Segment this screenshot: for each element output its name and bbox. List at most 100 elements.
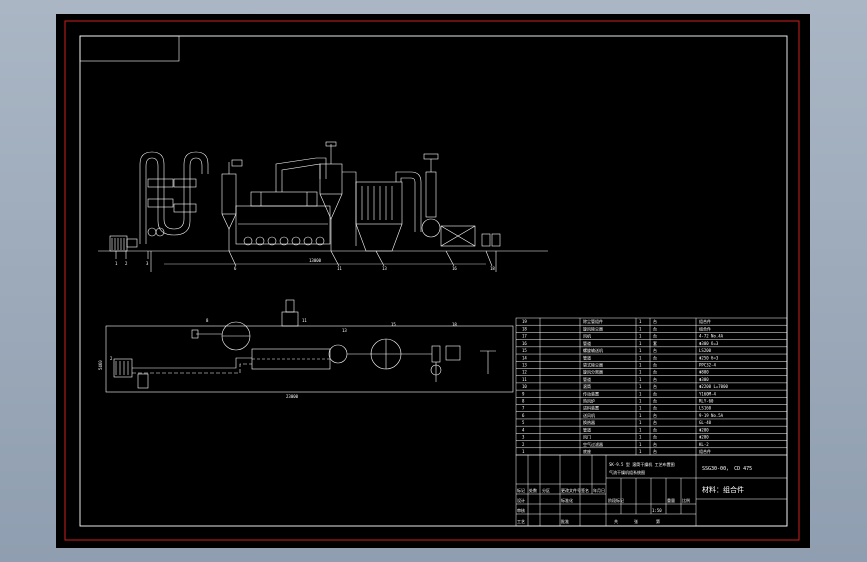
- svg-text:18: 18: [452, 322, 457, 327]
- tb-scale-value: 1:50: [652, 508, 662, 513]
- tb-sheet-of: 张: [634, 518, 638, 524]
- title-text-layer: SK-9.5 型 滚筒干燥机 工艺布置图 气流干燥机组系统图 SSG30-00，…: [517, 318, 752, 524]
- dim-lower-length: 23000: [286, 394, 299, 399]
- parts-cell-qty: 1: [639, 326, 642, 331]
- tb-page: 第: [656, 518, 660, 524]
- parts-cell-note: 4-72 No.4A: [699, 334, 724, 339]
- tb-date: 年月日: [593, 487, 605, 493]
- parts-cell-no: 10: [522, 384, 527, 389]
- parts-cell-qty: 1: [639, 334, 642, 339]
- svg-text:11: 11: [302, 318, 307, 323]
- tb-check: 审核: [517, 507, 525, 513]
- parts-cell-no: 12: [522, 370, 527, 375]
- parts-cell-name: 袋式除尘器: [583, 361, 603, 367]
- tb-design: 设计: [517, 497, 525, 503]
- parts-cell-qty: 1: [639, 420, 642, 425]
- parts-cell-no: 11: [522, 377, 527, 382]
- parts-cell-qty: 1: [639, 427, 642, 432]
- parts-cell-name: 除尘管组件: [583, 318, 603, 324]
- svg-text:2: 2: [125, 261, 128, 266]
- parts-cell-name: 旋风除尘器: [583, 325, 603, 331]
- parts-cell-name: 送风机: [583, 412, 595, 418]
- tb-scale: 比例: [682, 497, 690, 503]
- corner-box: [79, 35, 180, 62]
- parts-cell-note: PPC32-4: [699, 362, 716, 367]
- parts-cell-note: Φ200: [699, 427, 709, 432]
- parts-cell-no: 8: [522, 399, 525, 404]
- parts-cell-unit: 台: [653, 412, 657, 418]
- parts-cell-note: LS200: [699, 348, 712, 353]
- parts-cell-name: 热风炉: [583, 398, 595, 404]
- parts-cell-name: 旋风分离器: [583, 369, 603, 375]
- parts-cell-qty: 1: [639, 377, 642, 382]
- parts-cell-qty: 1: [639, 384, 642, 389]
- parts-cell-unit: 台: [653, 361, 657, 367]
- parts-cell-name: 空气过滤器: [583, 441, 603, 447]
- parts-cell-note: Φ800: [699, 370, 709, 375]
- parts-cell-unit: 台: [653, 398, 657, 404]
- parts-cell-no: 6: [522, 413, 525, 418]
- parts-cell-qty: 1: [639, 355, 642, 360]
- parts-cell-note: RLY-60: [699, 399, 714, 404]
- svg-text:3: 3: [146, 261, 149, 266]
- svg-text:13: 13: [342, 328, 347, 333]
- tb-change: 更改文件号: [561, 487, 581, 493]
- parts-cell-unit: 台: [653, 318, 657, 324]
- parts-cell-qty: 1: [639, 370, 642, 375]
- parts-cell-no: 18: [522, 326, 527, 331]
- parts-cell-qty: 1: [639, 399, 642, 404]
- parts-cell-name: 风机: [583, 333, 591, 339]
- tb-sheet: 共: [614, 518, 618, 524]
- parts-cell-no: 16: [522, 341, 527, 346]
- tb-weight: 重量: [667, 497, 675, 503]
- inner-border: [79, 35, 788, 527]
- dim-upper-length: 13000: [309, 258, 322, 263]
- parts-cell-note: LS160: [699, 406, 712, 411]
- parts-cell-unit: 台: [653, 354, 657, 360]
- parts-cell-unit: 套: [653, 340, 657, 346]
- tb-zone: 分区: [542, 487, 550, 493]
- parts-cell-unit: 台: [653, 325, 657, 331]
- tb-sign: 签名: [581, 487, 589, 493]
- drawing-title-1: SK-9.5 型 滚筒干燥机 工艺布置图: [609, 461, 675, 467]
- parts-cell-no: 5: [522, 420, 525, 425]
- parts-table: [515, 317, 788, 456]
- parts-cell-qty: 1: [639, 413, 642, 418]
- parts-cell-no: 13: [522, 362, 527, 367]
- plan-outline: [105, 325, 514, 393]
- parts-cell-note: 9-19 No.5A: [699, 413, 724, 418]
- parts-cell-name: 管道: [583, 340, 591, 346]
- svg-text:16: 16: [452, 266, 457, 271]
- parts-cell-no: 15: [522, 348, 527, 353]
- title-block: [515, 454, 788, 527]
- parts-cell-qty: 1: [639, 449, 642, 454]
- svg-text:13: 13: [382, 266, 387, 271]
- parts-cell-name: 滚筒: [583, 383, 591, 389]
- parts-cell-note: KL-2: [699, 442, 709, 447]
- tb-stage: 阶段标记: [608, 497, 624, 503]
- parts-cell-note: Φ300: [699, 377, 709, 382]
- svg-text:1: 1: [115, 261, 118, 266]
- parts-cell-note: GL-40: [699, 420, 712, 425]
- parts-cell-no: 4: [522, 427, 525, 432]
- parts-cell-unit: 台: [653, 419, 657, 425]
- parts-cell-name: 管道: [583, 426, 591, 432]
- parts-cell-note: 组合件: [699, 325, 711, 331]
- parts-cell-name: 传动装置: [583, 390, 599, 396]
- parts-cell-no: 19: [522, 319, 527, 324]
- tb-standardize: 标准化: [561, 497, 573, 503]
- parts-cell-unit: 台: [653, 383, 657, 389]
- parts-cell-qty: 1: [639, 406, 642, 411]
- parts-cell-no: 17: [522, 334, 527, 339]
- svg-text:8: 8: [206, 318, 209, 323]
- svg-text:11: 11: [337, 266, 342, 271]
- parts-cell-no: 3: [522, 435, 525, 440]
- parts-cell-name: 螺旋输送机: [583, 347, 603, 353]
- parts-cell-unit: 台: [653, 347, 657, 353]
- parts-cell-unit: 台: [653, 426, 657, 432]
- tb-process: 工艺: [517, 519, 525, 524]
- outer-frame: [64, 20, 800, 541]
